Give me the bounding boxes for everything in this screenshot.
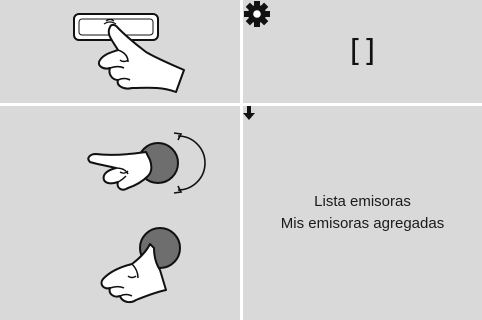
panel-settings-symbol: [ ] <box>243 0 482 103</box>
settings-bracket: [ ] <box>244 1 376 69</box>
gear-settings-icon <box>244 1 270 27</box>
hand-pressing-button-icon <box>73 13 185 93</box>
panel-press-button <box>0 0 240 103</box>
menu-step-my-added-stations: Mis emisoras agregadas <box>280 215 445 232</box>
menu-step-station-list: Lista emisoras <box>314 193 411 210</box>
bracket-close: ] <box>363 33 376 69</box>
knob-illustrations <box>87 132 206 304</box>
bracket-open: [ <box>349 33 362 69</box>
menu-path-steps: Lista emisoras Mis emisoras agregadas <box>243 106 482 320</box>
panel-menu-path: Lista emisoras Mis emisoras agregadas <box>243 106 482 320</box>
hand-rotating-knob-icon <box>87 132 206 194</box>
hand-pressing-knob-icon <box>100 227 181 304</box>
panel-knob-actions <box>0 106 240 320</box>
